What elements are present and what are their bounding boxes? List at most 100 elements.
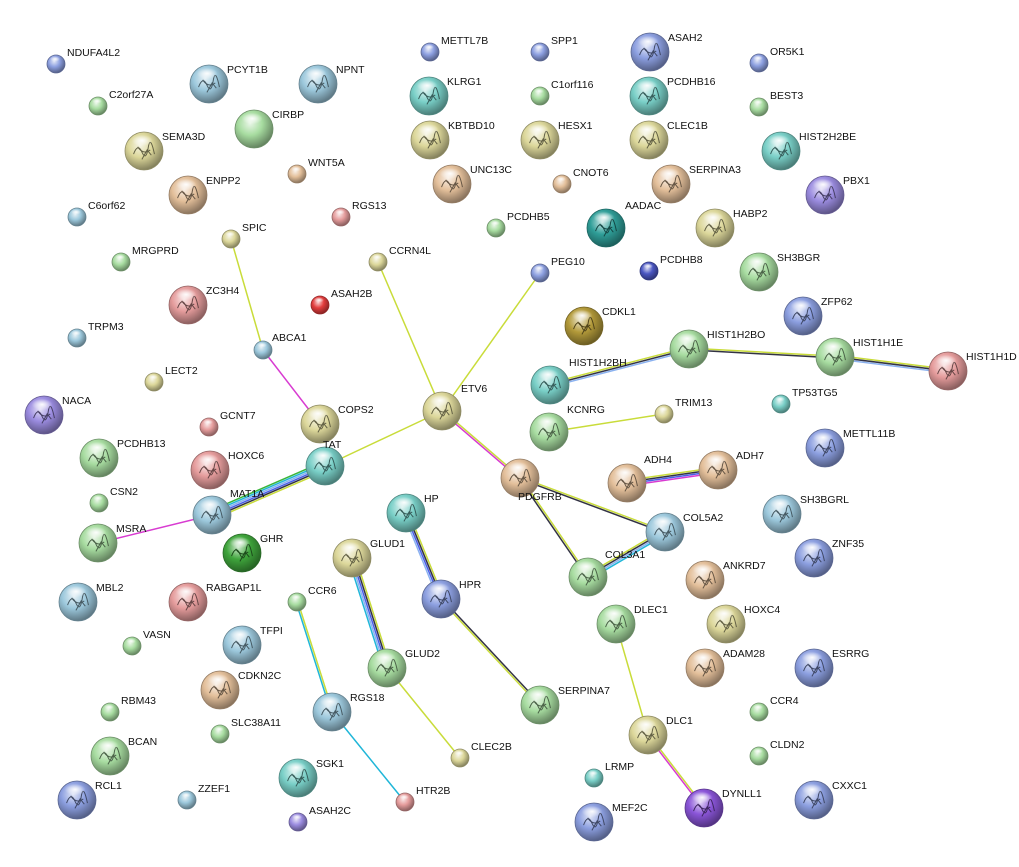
node-tat[interactable]: TAT — [305, 439, 345, 486]
node-sgk1[interactable]: SGK1 — [278, 758, 344, 798]
node-htr2b[interactable]: HTR2B — [395, 785, 450, 812]
node-serpina7[interactable]: SERPINA7 — [520, 685, 610, 725]
node-rabgap1l[interactable]: RABGAP1L — [168, 582, 262, 622]
node-col3a1[interactable]: COL3A1 — [568, 549, 645, 597]
node-rbm43[interactable]: RBM43 — [100, 695, 156, 722]
node-mettl7b[interactable]: METTL7B — [420, 35, 488, 62]
node-adh7[interactable]: ADH7 — [698, 450, 764, 490]
node-sema3d[interactable]: SEMA3D — [124, 131, 206, 171]
edge-hist1h2bh-hist1h2bo[interactable] — [549, 346, 690, 388]
node-c6orf62[interactable]: C6orf62 — [67, 200, 126, 227]
node-asah2[interactable]: ASAH2 — [630, 32, 703, 72]
node-hoxc4[interactable]: HOXC4 — [706, 604, 780, 644]
node-pcdhb13[interactable]: PCDHB13 — [79, 438, 166, 478]
node-csn2[interactable]: CSN2 — [89, 486, 138, 513]
node-pcdhb16[interactable]: PCDHB16 — [629, 76, 716, 116]
node-esrrg[interactable]: ESRRG — [794, 648, 869, 688]
node-wnt5a[interactable]: WNT5A — [287, 157, 345, 184]
node-cldn2[interactable]: CLDN2 — [749, 739, 805, 766]
node-naca[interactable]: NACA — [24, 395, 91, 435]
node-aadac[interactable]: AADAC — [586, 200, 662, 248]
node-hist1h1d[interactable]: HIST1H1D — [928, 351, 1017, 391]
edge-ccrn4l-etv6[interactable] — [377, 261, 443, 412]
node-cdkl1[interactable]: CDKL1 — [564, 306, 636, 346]
node-kbtbd10[interactable]: KBTBD10 — [410, 120, 495, 160]
edge-hpr-serpina7[interactable] — [439, 597, 542, 707]
node-col5a2[interactable]: COL5A2 — [645, 512, 723, 552]
node-hist2h2be[interactable]: HIST2H2BE — [761, 131, 856, 171]
node-pdgfrb[interactable]: PDGFRB — [500, 458, 562, 503]
node-hist1h2bo[interactable]: HIST1H2BO — [669, 329, 765, 369]
node-slc38a11[interactable]: SLC38A11 — [210, 717, 281, 744]
node-ankrd7[interactable]: ANKRD7 — [685, 560, 766, 600]
node-mrgprd[interactable]: MRGPRD — [111, 245, 179, 272]
node-znf35[interactable]: ZNF35 — [794, 538, 864, 578]
node-ndufa4l2[interactable]: NDUFA4L2 — [46, 47, 120, 74]
node-trpm3[interactable]: TRPM3 — [67, 321, 124, 348]
node-spic[interactable]: SPIC — [221, 222, 267, 249]
node-bcan[interactable]: BCAN — [90, 736, 157, 776]
node-ccrn4l[interactable]: CCRN4L — [368, 245, 431, 272]
node-etv6[interactable]: ETV6 — [422, 383, 487, 431]
node-cops2[interactable]: COPS2 — [300, 404, 374, 444]
node-adh4[interactable]: ADH4 — [607, 454, 672, 503]
node-zzef1[interactable]: ZZEF1 — [177, 783, 230, 810]
node-cirbp[interactable]: CIRBP — [234, 109, 304, 149]
node-hist1h2bh[interactable]: HIST1H2BH — [530, 357, 627, 405]
node-hoxc6[interactable]: HOXC6 — [190, 450, 264, 490]
node-msra[interactable]: MSRA — [78, 523, 146, 563]
node-mettl11b[interactable]: METTL11B — [805, 428, 895, 468]
node-mbl2[interactable]: MBL2 — [58, 582, 124, 622]
node-lrmp[interactable]: LRMP — [584, 761, 634, 788]
edge-tat-mat1a[interactable] — [209, 461, 328, 520]
node-serpina3[interactable]: SERPINA3 — [651, 164, 741, 204]
node-dlec1[interactable]: DLEC1 — [596, 604, 668, 644]
edge-msra-mat1a[interactable] — [97, 514, 213, 544]
node-zfp62[interactable]: ZFP62 — [783, 296, 853, 336]
node-unc13c[interactable]: UNC13C — [432, 164, 512, 204]
node-ghr[interactable]: GHR — [222, 533, 284, 573]
node-pcdhb5[interactable]: PCDHB5 — [486, 211, 550, 238]
edge-pdgfrb-col3a1[interactable] — [518, 477, 590, 578]
node-hp[interactable]: HP — [386, 493, 439, 533]
node-pcyt1b[interactable]: PCYT1B — [189, 64, 268, 104]
node-habp2[interactable]: HABP2 — [695, 208, 768, 248]
node-npnt[interactable]: NPNT — [298, 64, 365, 104]
node-ccr4[interactable]: CCR4 — [749, 695, 799, 722]
node-hpr[interactable]: HPR — [421, 579, 482, 619]
edge-etv6-tat[interactable] — [324, 410, 443, 467]
node-dlc1[interactable]: DLC1 — [628, 715, 693, 755]
node-glud1[interactable]: GLUD1 — [332, 538, 405, 578]
node-lect2[interactable]: LECT2 — [144, 365, 198, 392]
node-dynll1[interactable]: DYNLL1 — [684, 788, 762, 828]
node-rgs18[interactable]: RGS18 — [312, 692, 385, 732]
node-abca1[interactable]: ABCA1 — [253, 332, 307, 360]
node-or5k1[interactable]: OR5K1 — [749, 46, 805, 73]
node-rcl1[interactable]: RCL1 — [57, 780, 122, 820]
edge-pdgfrb-col5a2[interactable] — [519, 476, 666, 534]
node-spp1[interactable]: SPP1 — [530, 35, 578, 62]
node-cdkn2c[interactable]: CDKN2C — [200, 670, 282, 710]
edge-hist1h2bo-hist1h1e[interactable] — [688, 347, 836, 359]
node-tfpi[interactable]: TFPI — [222, 625, 283, 665]
node-mef2c[interactable]: MEF2C — [574, 802, 648, 842]
node-klrg1[interactable]: KLRG1 — [409, 76, 482, 116]
node-pbx1[interactable]: PBX1 — [805, 175, 870, 215]
node-rgs13[interactable]: RGS13 — [331, 200, 387, 227]
node-asah2b[interactable]: ASAH2B — [310, 288, 372, 315]
node-peg10[interactable]: PEG10 — [530, 256, 585, 283]
node-c1orf116[interactable]: C1orf116 — [530, 79, 594, 106]
node-sh3bgr[interactable]: SH3BGR — [739, 252, 821, 292]
edge-spic-abca1[interactable] — [230, 238, 264, 351]
node-cxxc1[interactable]: CXXC1 — [794, 780, 867, 820]
node-hist1h1e[interactable]: HIST1H1E — [815, 337, 903, 377]
node-clec2b[interactable]: CLEC2B — [450, 741, 512, 768]
node-adam28[interactable]: ADAM28 — [685, 648, 765, 688]
node-c2orf27a[interactable]: C2orf27A — [88, 89, 153, 116]
node-mat1a[interactable]: MAT1A — [192, 488, 264, 535]
edge-kcnrg-trim13[interactable] — [548, 413, 665, 433]
node-asah2c[interactable]: ASAH2C — [288, 805, 351, 832]
node-kcnrg[interactable]: KCNRG — [529, 404, 605, 452]
node-cnot6[interactable]: CNOT6 — [552, 167, 609, 194]
node-ccr6[interactable]: CCR6 — [287, 585, 337, 612]
